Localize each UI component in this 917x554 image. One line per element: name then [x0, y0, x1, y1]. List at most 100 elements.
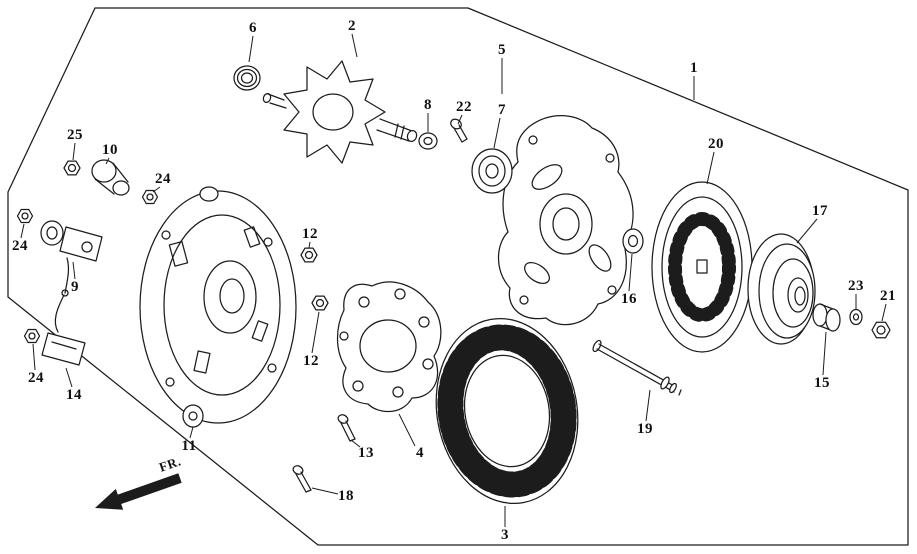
mount-hole [605, 153, 615, 163]
part-label-13: 13 [358, 445, 374, 461]
brush-grommet-hole [46, 226, 58, 240]
part-brush-holder-9 [40, 220, 103, 262]
cover-inner-rim [661, 196, 743, 338]
nut-hole [21, 212, 29, 220]
condenser-tip [112, 180, 130, 196]
part-nut-25 [63, 160, 81, 176]
part-washer-16 [622, 228, 644, 254]
leader-line-15 [822, 331, 827, 376]
terminal-slot [168, 240, 189, 267]
nut-hole [67, 163, 77, 173]
part-label-23: 23 [848, 278, 864, 294]
rotor-shaft-left-end [262, 92, 272, 104]
washer-hole [852, 313, 860, 321]
part-label-2: 2 [348, 18, 356, 34]
collar-side [819, 303, 834, 310]
connector-rib [51, 341, 77, 350]
part-nut-24 [23, 328, 41, 344]
leader-line-13 [350, 439, 361, 448]
nut-hole [146, 193, 154, 201]
rotor-shaft-thread [400, 125, 405, 140]
brush-grommet [40, 220, 64, 246]
part-condenser-10 [91, 159, 130, 196]
stator-bore [463, 354, 551, 468]
nut-hex [141, 189, 159, 205]
part-label-21: 21 [880, 288, 896, 304]
leader-line-12 [308, 241, 311, 249]
leader-line-7 [493, 117, 501, 149]
part-label-12: 12 [303, 353, 319, 369]
part-screw-18 [292, 465, 312, 493]
fr-label: FR. [157, 453, 183, 474]
leader-line-25 [72, 142, 76, 161]
screw-shaft [295, 473, 307, 493]
rear-bracket-bore [219, 278, 245, 314]
part-nut-24 [141, 189, 159, 205]
nut-hex [300, 247, 318, 263]
nut-hole [315, 298, 325, 308]
part-washer-8 [418, 132, 438, 150]
leader-line-6 [248, 35, 254, 63]
screw-shaft [345, 420, 356, 440]
bearing-inner-race [240, 72, 254, 84]
rotor-shaft-left [269, 102, 287, 109]
top-ear [199, 186, 219, 202]
mount-hole [519, 295, 529, 305]
leader-line-12 [311, 311, 320, 354]
part-dust-cover-20 [651, 181, 753, 353]
stator-windings [437, 324, 577, 498]
screw-tip [349, 438, 356, 442]
part-label-3: 3 [501, 527, 509, 543]
leader-line-14 [65, 367, 73, 388]
nut-hex [23, 328, 41, 344]
terminal-slot [243, 226, 261, 248]
part-label-1: 1 [690, 60, 698, 76]
terminal-slot [251, 320, 269, 342]
part-screw-13 [337, 414, 356, 442]
vent-slot [531, 164, 563, 190]
mount-hole [607, 285, 617, 295]
part-label-15: 15 [814, 375, 830, 391]
washer-outer [418, 132, 438, 150]
condenser-side [94, 178, 115, 195]
leader-line-10 [105, 157, 110, 165]
bearing-mid-race [478, 155, 506, 187]
rear-bracket-boss [203, 260, 257, 334]
collar-back [825, 308, 841, 332]
rear-bracket-inner-rim [163, 214, 281, 396]
vent-slot [524, 262, 550, 284]
part-bearing-7 [471, 148, 513, 194]
wire [64, 257, 70, 294]
part-label-24: 24 [12, 238, 28, 254]
screw-shaft [453, 127, 463, 143]
bottom-ear-hole [188, 411, 198, 421]
diode-hole [418, 316, 430, 328]
part-washer-23 [849, 308, 863, 326]
mount-hole [528, 135, 538, 145]
terminal-slot [193, 350, 211, 374]
leader-line-16 [628, 253, 633, 292]
vent-slot [588, 244, 612, 272]
mount-hole [161, 230, 171, 240]
rotor-core [312, 93, 354, 131]
diagram-border [7, 7, 909, 546]
diode-hole [352, 380, 364, 392]
bearing-mid-race [236, 68, 258, 88]
nut-hole [28, 332, 36, 340]
rotor-shaft-thread [394, 123, 399, 138]
brush-hole [81, 241, 93, 253]
part-label-6: 6 [249, 20, 257, 36]
part-rear-bracket-11 [139, 186, 297, 428]
part-rectifier-4 [336, 281, 442, 413]
leader-line-9 [72, 261, 76, 280]
front-bracket-boss [539, 193, 593, 255]
part-label-12: 12 [302, 226, 318, 242]
part-stator-3 [435, 317, 579, 505]
part-rotor-2 [262, 60, 418, 164]
rotor-shaft [379, 118, 413, 132]
washer-hole [423, 136, 433, 146]
part-label-4: 4 [416, 445, 424, 461]
cover-louvers [668, 212, 736, 322]
